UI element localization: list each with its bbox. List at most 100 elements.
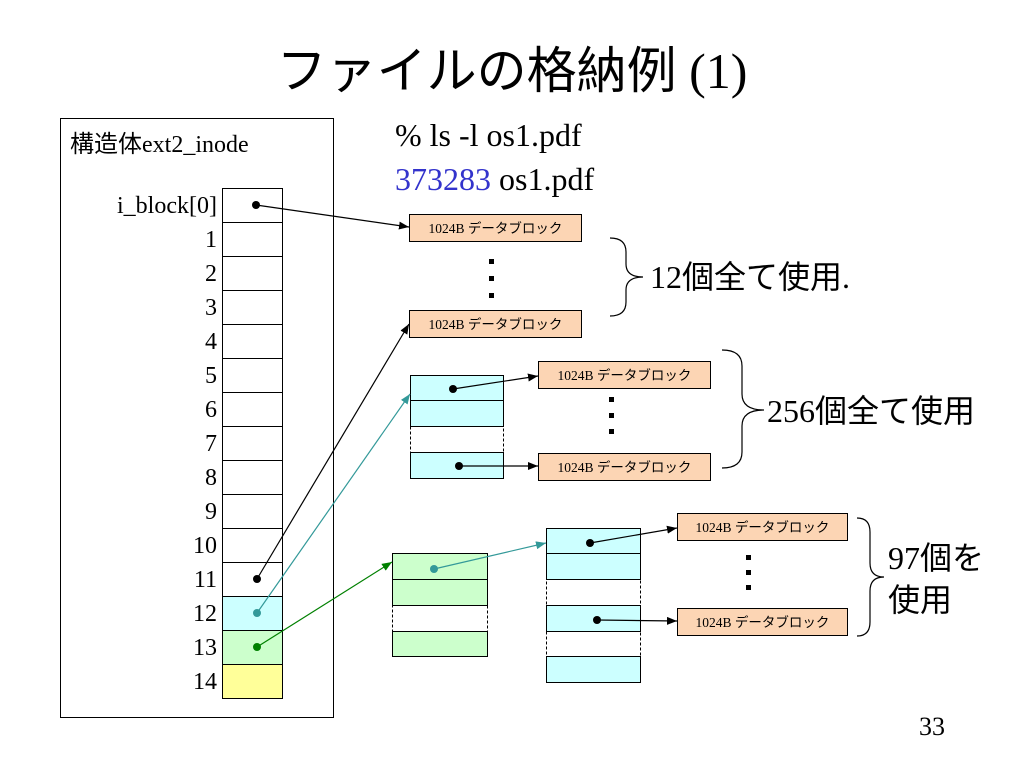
i-block-index-label: 2	[205, 261, 217, 287]
data-block: 1024B データブロック	[538, 453, 711, 481]
data-block: 1024B データブロック	[677, 608, 848, 636]
i-block-index-label: 13	[193, 635, 217, 661]
vertical-ellipsis	[489, 259, 494, 298]
data-block-box	[409, 310, 582, 338]
pointer-arrow	[452, 373, 539, 390]
pointers	[252, 201, 678, 651]
single-indirect-pointer-dot	[253, 609, 261, 617]
ellipsis-dot	[609, 397, 614, 402]
ellipsis-dot	[489, 293, 494, 298]
i-block-cell	[222, 528, 283, 563]
i-block-cell	[222, 256, 283, 291]
double-indirect-block	[392, 553, 488, 657]
double-indirect-pointer-dot	[253, 643, 261, 651]
indirect-entry	[410, 400, 504, 427]
inode-struct-box	[60, 118, 334, 718]
pointer-dot	[449, 385, 457, 393]
indirect-entry-omitted	[546, 631, 641, 657]
ellipsis-dot	[609, 413, 614, 418]
i-block-index-label: 4	[205, 329, 217, 355]
file-name: os1.pdf	[499, 161, 594, 197]
i-block-cell	[222, 596, 283, 631]
pointer-arrow	[256, 323, 410, 580]
data-block-box	[677, 513, 848, 541]
indirect-entry-omitted	[392, 605, 488, 632]
i-block-cell	[222, 562, 283, 597]
pointer-arrow	[596, 616, 678, 625]
i-block-cell	[222, 664, 283, 699]
single-indirect-pointer-arrow	[256, 393, 411, 614]
pointer-dot	[252, 201, 260, 209]
data-block-label: 1024B データブロック	[696, 519, 830, 535]
i-block-index-label: 9	[205, 499, 217, 525]
i-block-row: 8	[205, 460, 283, 495]
indirect-entry-omitted	[546, 579, 641, 606]
i-block-index-label: 1	[205, 227, 217, 253]
pointer-arrow	[589, 525, 678, 544]
single-indirect-summary: 256個全て使用	[767, 393, 975, 429]
data-block: 1024B データブロック	[677, 513, 848, 541]
pointer-arrow	[255, 204, 410, 230]
i-block-row: 13	[193, 630, 283, 665]
i-block-index-label: 6	[205, 397, 217, 423]
curly-brace	[609, 237, 644, 317]
i-block-row: 9	[205, 494, 283, 529]
i-block-row: 3	[205, 290, 283, 325]
i-block-row: 5	[205, 358, 283, 393]
data-block: 1024B データブロック	[409, 310, 582, 338]
double-indirect-pointer-arrow	[256, 561, 393, 648]
ellipsis-dot	[489, 259, 494, 264]
double-indirect-summary-line-1: 97個を	[888, 540, 984, 576]
command-line: % ls -l os1.pdf	[395, 117, 582, 153]
i-block-index-label: 8	[205, 465, 217, 491]
i-block-row: 12	[193, 596, 283, 631]
indirect-entry-omitted	[410, 426, 504, 453]
vertical-ellipsis	[746, 555, 751, 590]
indirect-block	[410, 375, 504, 479]
indirect-entry	[392, 631, 488, 657]
data-block-box	[409, 214, 582, 242]
i-block-cell	[222, 222, 283, 257]
pointer-dot	[586, 539, 594, 547]
i-block-index-label: 10	[193, 533, 217, 559]
i-block-index-label: i_block[0]	[117, 193, 217, 219]
vertical-ellipsis	[609, 397, 614, 434]
i-block-row: 14	[193, 664, 283, 699]
i-block-cell	[222, 460, 283, 495]
double-indirect-group: 1024B データブロック 1024B データブロック 97個を 使用	[392, 513, 984, 683]
data-block-box	[677, 608, 848, 636]
i-block-cell	[222, 392, 283, 427]
file-size: 373283	[395, 161, 491, 197]
i-block-index-label: 12	[193, 601, 217, 627]
i-block-row: 7	[205, 426, 283, 461]
i-block-index-label: 7	[205, 431, 217, 457]
i-block-cell	[222, 494, 283, 529]
double-indirect-summary-line-2: 使用	[888, 582, 952, 618]
data-block-box	[538, 453, 711, 481]
curly-brace	[856, 517, 885, 637]
single-indirect-group: 1024B データブロック 1024B データブロック 256個全て使用	[410, 349, 975, 481]
indirect-entry	[392, 553, 488, 580]
ellipsis-dot	[489, 276, 494, 281]
data-block: 1024B データブロック	[409, 214, 582, 242]
command-output: 373283 os1.pdf	[395, 161, 594, 197]
second-level-pointer-dot	[430, 565, 438, 573]
ellipsis-dot	[746, 570, 751, 575]
i-block-index-label: 3	[205, 295, 217, 321]
shell-command: % ls -l os1.pdf 373283 os1.pdf	[395, 117, 594, 197]
i-block-row: 10	[193, 528, 283, 563]
i-block-cell	[222, 426, 283, 461]
i-block-cell	[222, 290, 283, 325]
i-block-index-label: 14	[193, 669, 217, 695]
indirect-entry	[546, 528, 641, 554]
indirect-entry	[546, 656, 641, 683]
data-block: 1024B データブロック	[538, 361, 711, 389]
i-block-row: i_block[0]	[117, 188, 283, 223]
i-block-row: 6	[205, 392, 283, 427]
direct-blocks-summary: 12個全て使用.	[650, 259, 850, 295]
i-block-row: 2	[205, 256, 283, 291]
ellipsis-dot	[746, 585, 751, 590]
i-block-row: 11	[194, 562, 283, 597]
